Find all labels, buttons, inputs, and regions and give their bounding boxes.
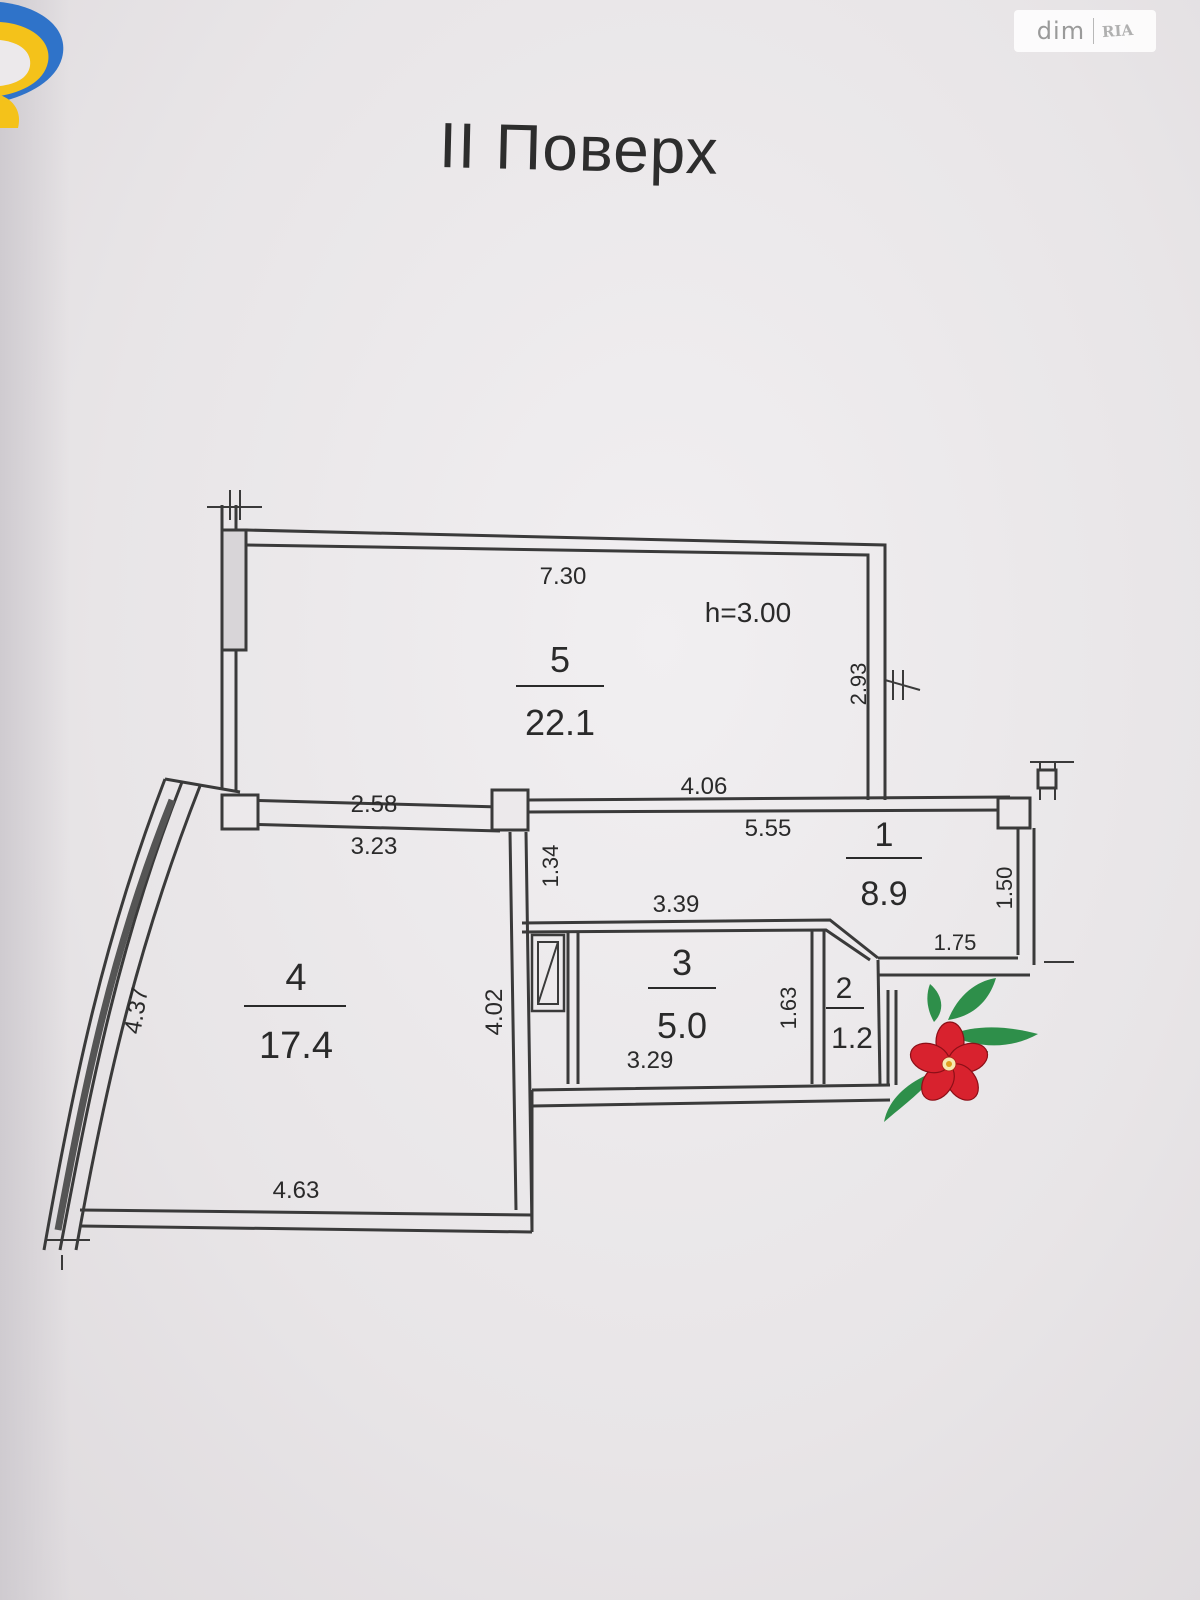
dim-tick-room-5-right (884, 670, 921, 700)
wall-curved-top (164, 777, 241, 794)
dim-1-50: 1.50 (992, 867, 1017, 910)
dim-1-34: 1.34 (538, 845, 563, 888)
wall-right-room-1 (1016, 828, 1036, 965)
wall-bottom-room-1 (878, 956, 1030, 977)
wall-partition-5-4 (239, 798, 501, 833)
wall-bottom-room-4 (79, 1208, 533, 1234)
dim-tick-top-left (207, 490, 262, 520)
wall-curved-window (54, 798, 176, 1231)
dim-4-37: 4.37 (119, 985, 154, 1036)
room-2-area: 1.2 (831, 1022, 873, 1055)
wall-stub-right (886, 990, 898, 1085)
wall-room-2-right (876, 959, 882, 1086)
dim-4-02: 4.02 (481, 989, 508, 1036)
dim-3-29: 3.29 (627, 1047, 674, 1074)
wall-outer-room-5 (245, 528, 887, 800)
room-5-number: 5 (550, 639, 570, 680)
ventilation-shaft-diagonal (537, 941, 559, 1005)
flower-icon (884, 978, 1038, 1122)
dim-2-58: 2.58 (351, 791, 398, 818)
wall-column-top-right (1036, 768, 1058, 790)
room-4-number: 4 (285, 957, 306, 999)
room-1-number: 1 (875, 816, 894, 854)
wall-room-3-left (566, 932, 580, 1084)
watermark-badge: dim RIA (1014, 10, 1156, 52)
room-5-area: 22.1 (525, 702, 595, 743)
dim-tick-right (1030, 761, 1074, 963)
room-1-area: 8.9 (860, 875, 907, 913)
wall-partition-5-1 (527, 795, 1011, 814)
ventilation-shaft-inner (537, 941, 559, 1005)
dim-3-23: 3.23 (351, 833, 398, 860)
room-2-number: 2 (836, 972, 853, 1005)
dim-4-63: 4.63 (273, 1177, 320, 1204)
wall-right-room-4 (508, 831, 534, 1233)
wall-column-top-left (220, 528, 248, 652)
dim-1-63: 1.63 (776, 987, 801, 1030)
wall-partition-1-3 (521, 918, 879, 962)
watermark-divider (1093, 18, 1095, 44)
ventilation-shaft (530, 933, 566, 1013)
wall-column-b (490, 788, 530, 832)
dim-3-39: 3.39 (653, 891, 700, 918)
wall-column-a (220, 793, 260, 831)
watermark-brand-left: dim (1036, 17, 1086, 45)
wall-tick-room-4-bottom (46, 1239, 90, 1270)
left-shadow (0, 0, 70, 1600)
wall-corridor-bottom (531, 1083, 891, 1108)
logo-icon (0, 2, 64, 128)
dim-1-75: 1.75 (934, 930, 977, 955)
ceiling-height: h=3.00 (705, 597, 791, 628)
dim-7-30: 7.30 (540, 563, 587, 590)
room-3-number: 3 (672, 942, 692, 983)
room-4-area: 17.4 (259, 1025, 333, 1067)
dim-2-93: 2.93 (846, 663, 871, 706)
wall-column-c (996, 796, 1032, 830)
room-3-area: 5.0 (657, 1005, 707, 1046)
wall-curved-room-4 (42, 778, 202, 1251)
dim-5-55: 5.55 (745, 815, 792, 842)
wall-room-3-right (810, 930, 826, 1084)
dim-4-06: 4.06 (681, 773, 728, 800)
